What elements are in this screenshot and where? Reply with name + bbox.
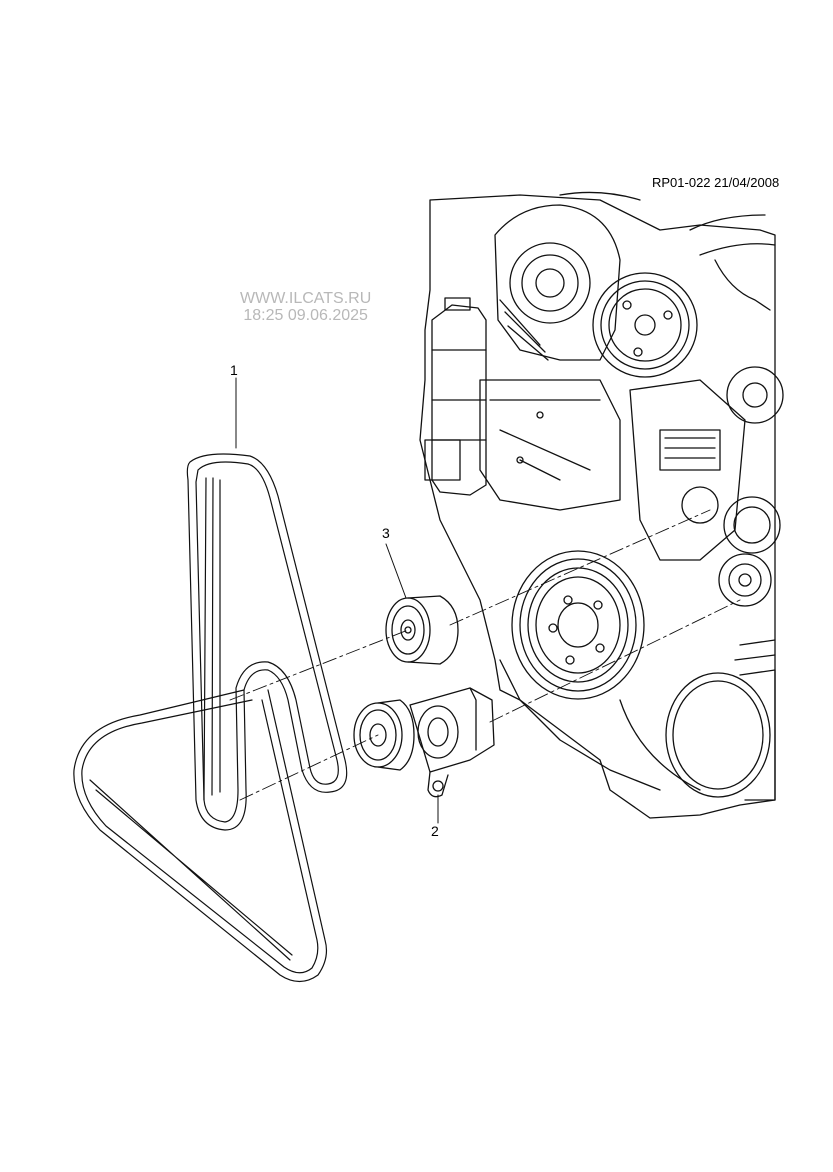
- engine-block: [419, 191, 784, 819]
- watermark-site: WWW.ILCATS.RU: [240, 290, 372, 307]
- callout-2: 2: [431, 823, 439, 839]
- idler-pulley: [385, 543, 459, 665]
- watermark: WWW.ILCATS.RU 18:25 09.06.2025: [240, 290, 371, 324]
- callout-1: 1: [230, 362, 238, 378]
- reference-code: RP01-022 21/04/2008: [652, 175, 780, 190]
- alignment-lines: [229, 509, 741, 801]
- callout-3: 3: [382, 525, 390, 541]
- serpentine-belt: [73, 377, 348, 983]
- belt-tensioner: [353, 687, 495, 824]
- watermark-timestamp: 18:25 09.06.2025: [243, 307, 368, 324]
